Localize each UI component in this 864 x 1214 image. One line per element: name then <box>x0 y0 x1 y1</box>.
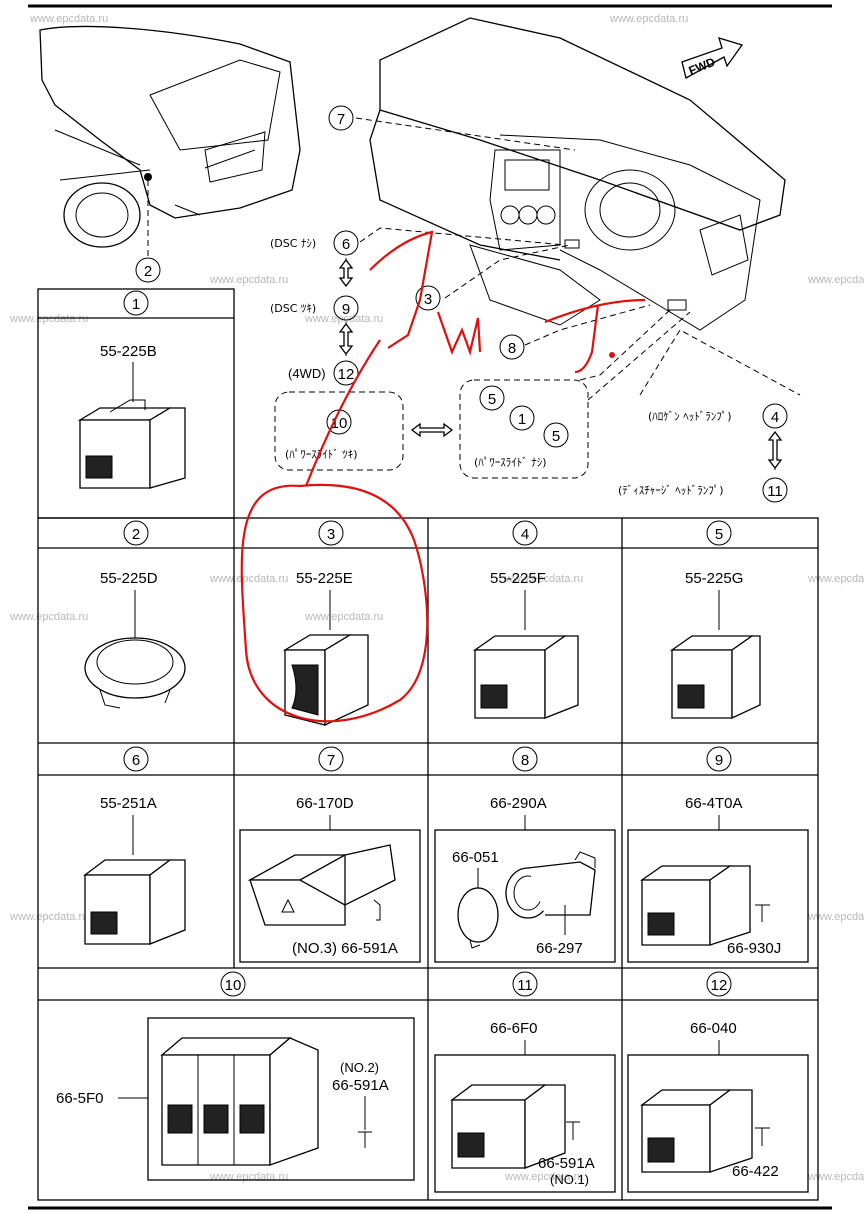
cell-number: 9 <box>715 752 723 769</box>
part-number: (NO.3) 66-591A <box>292 940 398 957</box>
watermark-text: www.epcdata.ru <box>807 911 864 923</box>
note-halogen: (ﾊﾛｹﾞﾝ ﾍｯﾄﾞﾗﾝﾌﾟ) <box>648 410 732 423</box>
part-number: 55-225B <box>100 343 157 360</box>
screw-icon <box>566 1121 580 1140</box>
watermark-text: www.epcdata.ru <box>209 573 288 585</box>
cell-8-socket: 66-290A 66-051 66-297 <box>434 795 616 963</box>
callout-12: 12 <box>338 366 355 383</box>
cell-number: 7 <box>327 752 335 769</box>
cell-12-switch: 66-040 66-422 <box>627 1020 809 1193</box>
part-number: 55-225G <box>685 570 743 587</box>
screw-icon <box>358 1131 372 1148</box>
cell-number: 10 <box>225 977 242 994</box>
watermarks: www.epcdata.ru www.epcdata.ru www.epcdat… <box>9 13 864 1183</box>
part-number: 66-290A <box>490 795 547 812</box>
cell-1-switch: 55-225B <box>77 343 186 489</box>
screw-icon <box>755 904 770 922</box>
cell-number: 4 <box>521 526 529 543</box>
double-arrow-icon <box>338 258 783 470</box>
part-number: 55-225E <box>296 570 353 587</box>
watermark-text: www.epcdata.ru <box>209 274 288 286</box>
cell-headers: 1 2 3 4 5 6 7 8 9 10 11 12 <box>123 290 732 997</box>
part-number: 66-422 <box>732 1163 779 1180</box>
watermark-text: www.epcdata.ru <box>304 611 383 623</box>
part-number: 66-591A <box>332 1077 389 1094</box>
part-number: 66-040 <box>690 1020 737 1037</box>
part-number: 55-251A <box>100 795 157 812</box>
handwritten-annotation <box>240 230 646 723</box>
van-rear-illustration <box>39 25 301 258</box>
callout-5a: 5 <box>488 391 496 408</box>
part-number: 55-225F <box>490 570 546 587</box>
note-4wd: (4WD) <box>288 366 326 381</box>
watermark-text: www.epcdata.ru <box>504 1171 583 1183</box>
watermark-text: www.epcdata.ru <box>304 313 383 325</box>
watermark-text: www.epcdata.ru <box>29 13 108 25</box>
watermark-text: www.epcdata.ru <box>807 1171 864 1183</box>
cell-number: 11 <box>517 977 533 994</box>
part-number: 66-297 <box>536 940 583 957</box>
cell-number: 8 <box>521 752 529 769</box>
cell-6-switch: 55-251A <box>83 795 186 945</box>
cell-7-hazard-switch: 66-170D (NO.3) 66-591A <box>239 795 421 963</box>
cell-10-switch-bank: 66-5F0 (NO.2) 66-591A <box>56 1017 415 1181</box>
part-number: 66-051 <box>452 849 499 866</box>
cell-number: 6 <box>132 752 140 769</box>
part-number: (NO.2) <box>340 1060 379 1075</box>
callout-9: 9 <box>342 301 350 318</box>
cell-5-switch: 55-225G <box>669 570 761 720</box>
watermark-text: www.epcdata.ru <box>209 1171 288 1183</box>
callout-4: 4 <box>771 409 779 426</box>
cell-number: 1 <box>132 296 140 313</box>
dashboard-illustration: FWD <box>369 17 786 331</box>
callout-3: 3 <box>424 291 432 308</box>
part-number: 66-930J <box>727 940 781 957</box>
callout-1: 1 <box>518 411 526 428</box>
power-slide-tsuki-group <box>274 391 404 471</box>
cell-4-switch: 55-225F <box>472 570 579 719</box>
cell-number: 3 <box>327 526 335 543</box>
note-discharge: (ﾃﾞｨｽﾁｬｰｼﾞ ﾍｯﾄﾞﾗﾝﾌﾟ) <box>618 484 724 497</box>
watermark-text: www.epcdata.ru <box>9 611 88 623</box>
part-number: 55-225D <box>100 570 158 587</box>
cell-3-switch: 55-225E <box>282 570 369 727</box>
watermark-text: www.epcdata.ru <box>807 573 864 585</box>
part-number: (NO.1) <box>550 1172 589 1187</box>
note-power-slide-nashi: (ﾊﾟﾜｰｽﾗｲﾄﾞ ﾅｼ) <box>474 456 547 469</box>
part-number: 66-170D <box>296 795 354 812</box>
callout-6: 6 <box>342 236 350 253</box>
note-dsc-tsuki: (DSC ﾂｷ) <box>270 302 316 315</box>
note-dsc-nashi: (DSC ﾅｼ) <box>270 237 316 250</box>
watermark-text: www.epcdata.ru <box>9 313 88 325</box>
hazard-triangle-icon <box>281 898 295 913</box>
cell-11-switch: 66-6F0 66-591A (NO.1) <box>434 1020 616 1193</box>
fwd-arrow-icon: FWD <box>681 37 744 79</box>
cell-number: 5 <box>715 526 723 543</box>
callout-8: 8 <box>508 340 516 357</box>
watermark-text: www.epcdata.ru <box>609 13 688 25</box>
part-number: 66-5F0 <box>56 1090 104 1107</box>
power-slide-nashi-group <box>459 379 589 479</box>
cell-number: 12 <box>711 977 728 994</box>
part-number: 66-6F0 <box>490 1020 538 1037</box>
callout-2: 2 <box>144 263 152 280</box>
watermark-text: www.epcdata.ru <box>807 274 864 286</box>
callout-11: 11 <box>767 483 783 500</box>
callout-7: 7 <box>337 111 345 128</box>
cell-number: 2 <box>132 526 140 543</box>
callout-5b: 5 <box>552 428 560 445</box>
watermark-text: www.epcdata.ru <box>9 911 88 923</box>
cell-9-switch: 66-4T0A 66-930J <box>627 795 809 963</box>
note-power-slide-tsuki: (ﾊﾟﾜｰｽﾗｲﾄﾞ ﾂｷ) <box>285 448 358 461</box>
part-number: 66-591A <box>538 1155 595 1172</box>
screw-icon <box>755 1127 770 1146</box>
cell-2-cap: 55-225D <box>84 570 186 709</box>
watermark-text: www.epcdata.ru <box>504 573 583 585</box>
part-number: 66-4T0A <box>685 795 743 812</box>
